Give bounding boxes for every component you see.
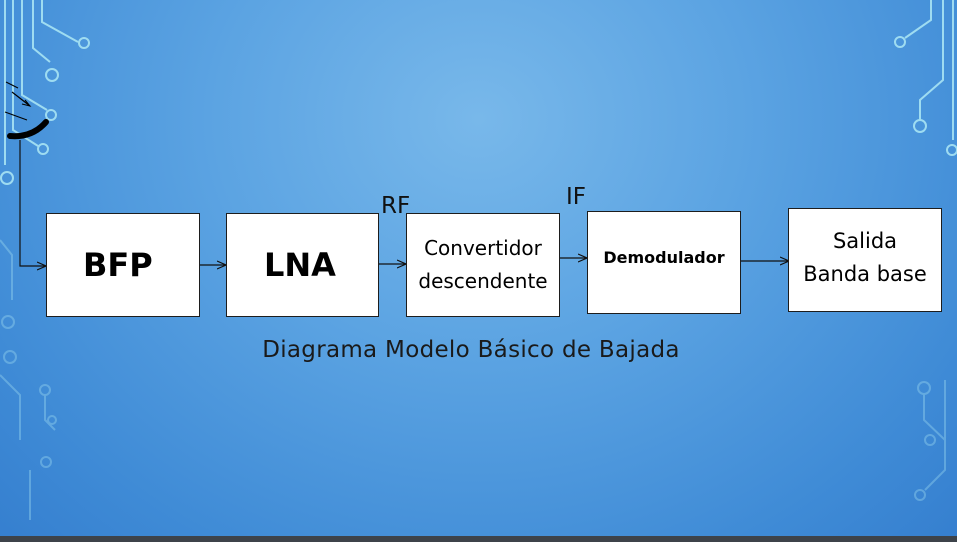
converter-block: Convertidor descendente [406,213,560,317]
bottom-bar [0,536,957,542]
if-label: IF [566,184,587,210]
diagram-caption: Diagrama Modelo Básico de Bajada [262,337,680,363]
converter-label: Convertidor descendente [418,236,548,293]
feed-connector [19,140,46,266]
output-block: Salida Banda base [788,208,942,312]
demodulator-block: Demodulador [587,211,741,314]
bfp-block: BFP [46,213,200,317]
lna-block: LNA [226,213,379,317]
output-label: Salida Banda base [803,229,927,286]
rf-label: RF [381,193,411,219]
lna-label: LNA [264,246,336,284]
bfp-label: BFP [83,246,153,284]
demodulator-label: Demodulador [603,248,725,267]
satellite-dish-icon [4,81,49,140]
